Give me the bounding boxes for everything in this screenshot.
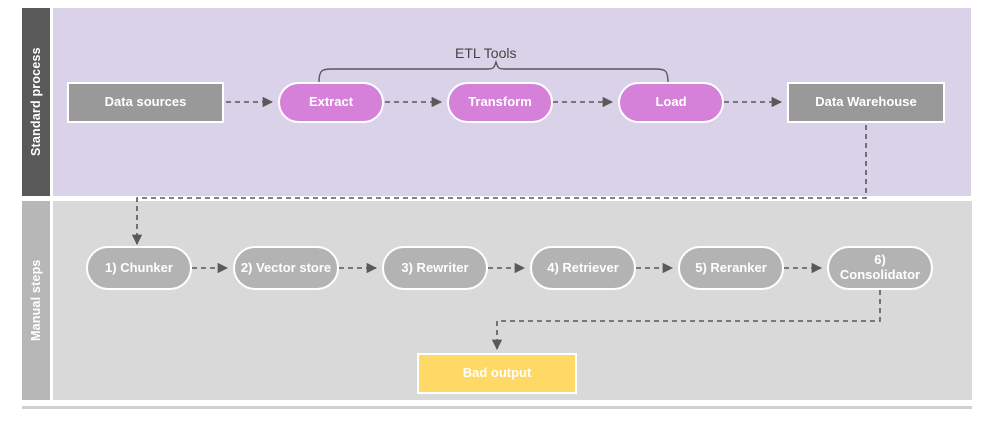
- node-rewriter[interactable]: 3) Rewriter: [382, 246, 488, 290]
- node-vector-store[interactable]: 2) Vector store: [233, 246, 339, 290]
- node-load[interactable]: Load: [618, 82, 724, 123]
- node-extract[interactable]: Extract: [278, 82, 384, 123]
- etl-tools-label: ETL Tools: [455, 45, 517, 61]
- lane-label-standard-process: Standard process: [22, 8, 50, 196]
- node-consolidator[interactable]: 6) Consolidator: [827, 246, 933, 290]
- node-reranker[interactable]: 5) Reranker: [678, 246, 784, 290]
- footer-divider: [22, 406, 972, 409]
- node-retriever[interactable]: 4) Retriever: [530, 246, 636, 290]
- node-data-warehouse[interactable]: Data Warehouse: [787, 82, 945, 123]
- lane-label-manual-steps: Manual steps: [22, 201, 50, 400]
- node-bad-output[interactable]: Bad output: [417, 353, 577, 394]
- node-data-sources[interactable]: Data sources: [67, 82, 224, 123]
- node-chunker[interactable]: 1) Chunker: [86, 246, 192, 290]
- node-transform[interactable]: Transform: [447, 82, 553, 123]
